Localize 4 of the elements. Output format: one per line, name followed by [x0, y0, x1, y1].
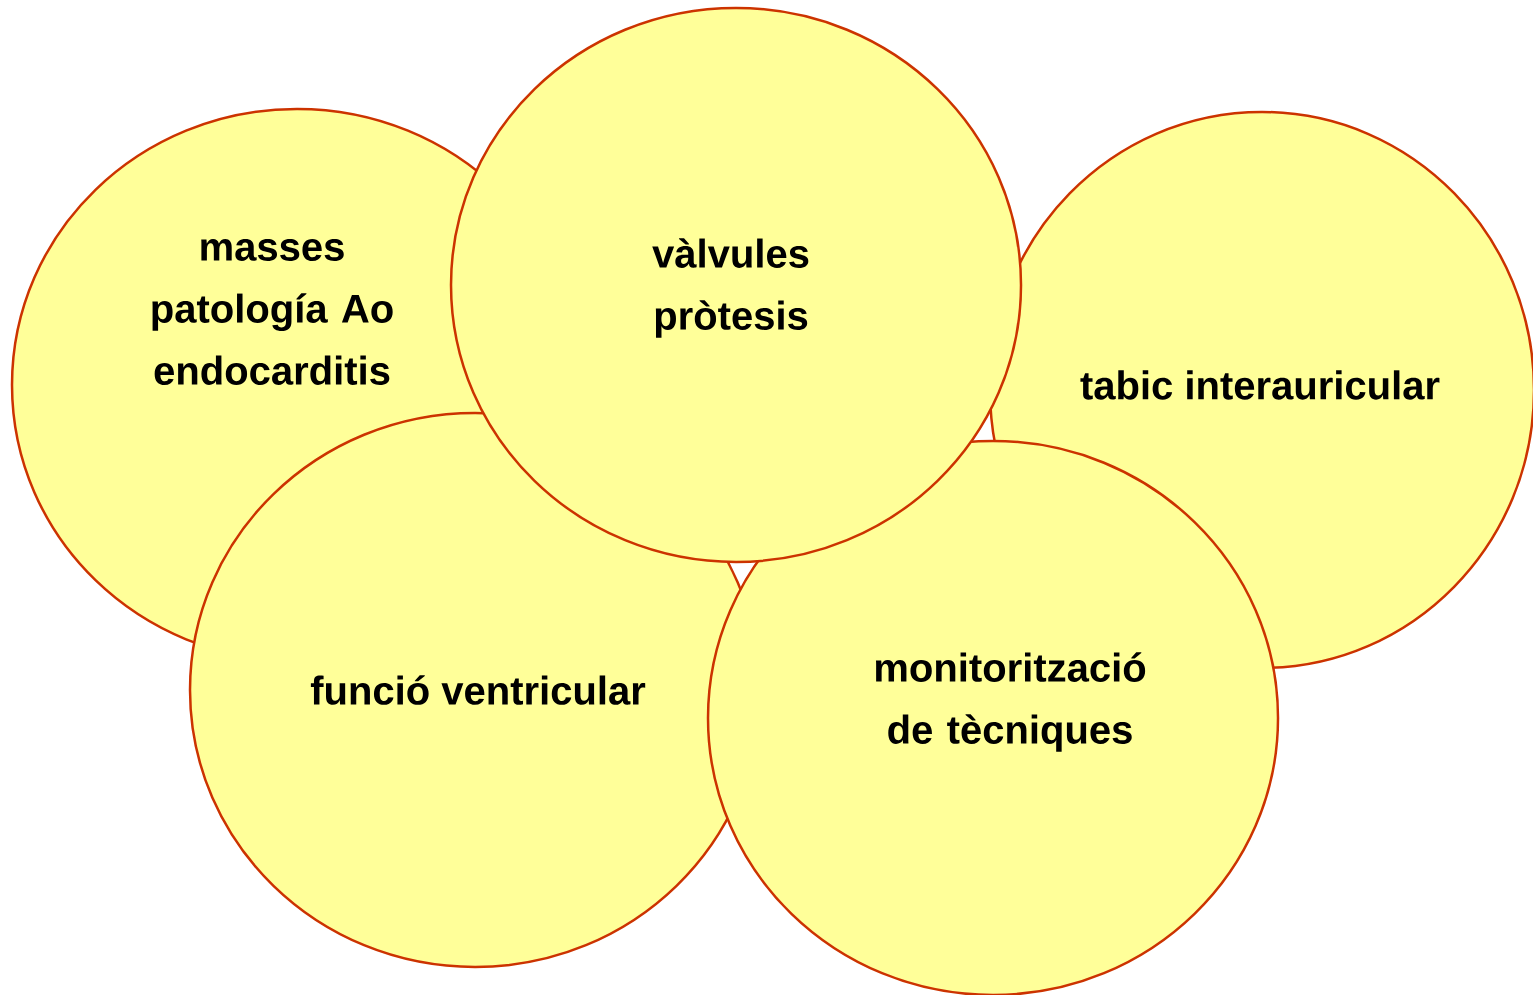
circle-node: monitorització de tècniques [706, 439, 1280, 995]
circle-node: vàlvules pròtesis [449, 6, 1023, 564]
node-label: tabic interauricular [1080, 370, 1440, 400]
node-label: funció ventricular [310, 675, 646, 705]
